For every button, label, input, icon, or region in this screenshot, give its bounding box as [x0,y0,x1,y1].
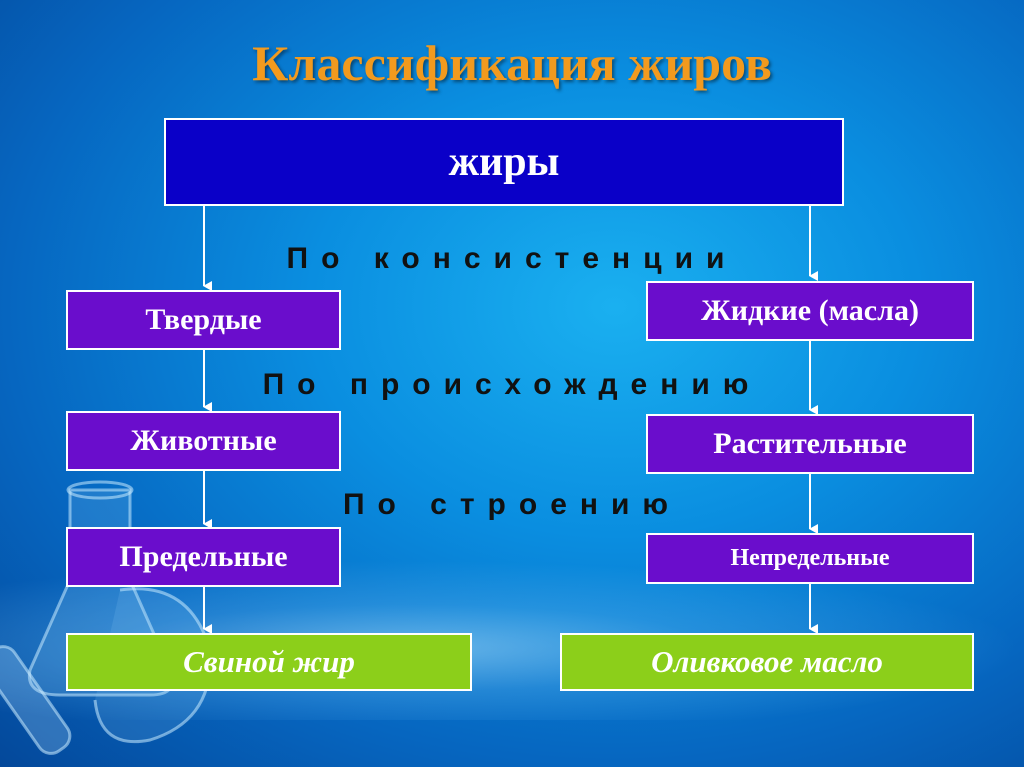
node-vegetable: Растительные [646,414,974,474]
node-solid-label: Твердые [145,303,262,336]
node-saturated-label: Предельные [119,540,288,573]
example-pork-fat-label: Свиной жир [183,644,355,679]
node-saturated: Предельные [66,527,341,587]
node-vegetable-label: Растительные [713,427,907,460]
root-node: жиры [164,118,844,206]
node-solid: Твердые [66,290,341,350]
example-olive-oil: Оливковое масло [560,633,974,691]
page-title: Классификация жиров [252,35,772,91]
root-node-label: жиры [448,139,560,185]
example-pork-fat: Свиной жир [66,633,472,691]
node-animal-label: Животные [130,424,277,457]
criterion-origin: По происхождению [262,368,762,401]
node-unsaturated-label: Непредельные [730,545,890,571]
example-olive-oil-label: Оливковое масло [651,644,883,679]
node-liquid: Жидкие (масла) [646,281,974,341]
criterion-structure: По строению [342,488,682,521]
node-animal: Животные [66,411,341,471]
node-liquid-label: Жидкие (масла) [701,294,919,327]
criterion-consistency: По консистенции [286,242,738,275]
node-unsaturated: Непредельные [646,533,974,584]
